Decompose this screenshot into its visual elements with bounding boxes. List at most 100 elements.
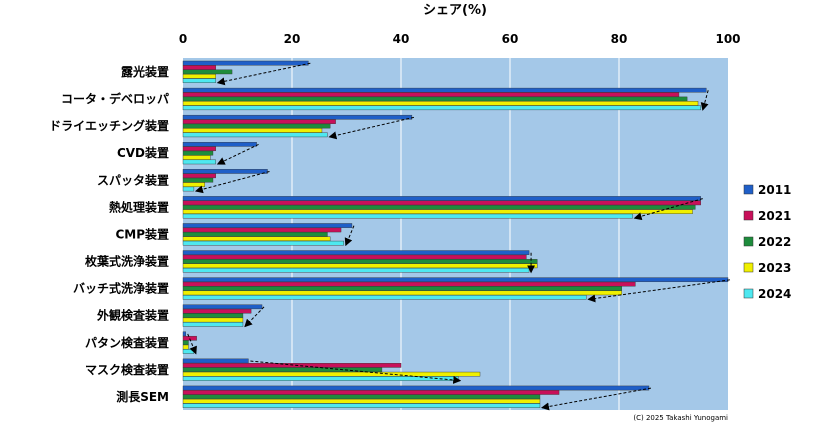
bar-2023 [182,398,541,404]
bar-2024 [182,105,701,111]
bar-2021 [182,390,560,395]
legend-swatch-2011 [743,184,754,195]
bar-2021 [182,227,342,233]
bar-2022 [182,394,541,400]
bar-2011 [182,196,701,201]
trend-arrow [328,116,415,140]
bar-2023 [182,344,189,350]
category-label: コータ・デベロッパ [61,91,169,106]
category-label: 外観検査装置 [97,308,169,323]
bar-2021 [182,335,197,341]
category-label: ドライエッチング装置 [49,118,169,133]
bar-2024 [182,295,587,300]
legend-swatch-2023 [743,262,754,273]
bar-2023 [182,209,693,214]
category-label: パタン検査装置 [85,335,169,350]
category-label: バッチ式洗浄装置 [73,281,169,296]
bar-2011 [182,358,249,364]
bar-2022 [182,367,383,373]
bar-2023 [182,155,211,160]
bar-2021 [182,281,636,287]
category-label: マスク検査装置 [85,362,169,377]
legend-swatch-2024 [743,288,754,299]
bar-2024 [182,159,216,165]
category-label: スパッタ装置 [97,172,169,187]
bar-2023 [182,317,244,323]
bar-2024 [182,267,530,273]
legend-label: 2011 [758,183,791,197]
trend-arrow [700,90,709,111]
legend-label: 2024 [758,287,791,301]
bar-2022 [182,96,688,102]
trend-arrow [587,279,731,303]
bar-2022 [182,123,331,129]
bar-2024 [182,349,195,354]
trend-arrows [187,62,731,411]
x-tick-label: 40 [393,32,410,46]
bar-2024 [182,403,541,408]
trend-arrow [250,360,462,384]
trend-arrow [244,306,265,328]
bar-2011 [182,223,353,228]
trend-arrow [216,143,259,165]
bar-2022 [182,204,696,210]
bar-2011 [182,304,263,310]
bar-2021 [182,146,216,152]
bar-2011 [182,277,729,283]
category-label: CVD装置 [117,145,169,160]
bar-2022 [182,259,538,264]
category-label: 露光装置 [121,64,169,79]
bar-2021 [182,308,252,314]
bar-2024 [182,186,195,192]
bar-2011 [182,169,268,174]
bar-2023 [182,371,481,377]
legend: 2011 2021 2022 2023 2024 [743,183,791,301]
bar-2023 [182,73,216,79]
trend-arrow [344,225,355,247]
bar-2024 [182,78,216,83]
bar-2023 [182,101,699,106]
legend-label: 2022 [758,235,791,249]
x-tick-label: 20 [284,32,301,46]
bar-2021 [182,92,680,97]
x-tick-label: 80 [611,32,628,46]
bar-2023 [182,263,538,269]
bar-2022 [182,313,244,318]
bar-2011 [182,114,413,120]
category-label: 熱処理装置 [109,199,169,214]
x-tick-label: 100 [715,32,740,46]
bar-2022 [182,340,189,345]
category-label: CMP装置 [115,226,169,241]
bar-2022 [182,177,214,183]
trend-arrow [540,387,652,411]
bar-2011 [182,60,309,66]
category-label: 測長SEM [116,389,169,404]
bar-2011 [182,331,186,337]
trend-arrow [633,198,703,221]
bar-2024 [182,213,633,219]
bar-2022 [182,286,622,291]
copyright-note: (C) 2025 Takashi Yunogami [633,414,728,422]
bar-2021 [182,65,216,70]
bar-2021 [182,200,701,206]
bar-2023 [182,290,622,296]
bar-2023 [182,236,331,242]
bar-2022 [182,69,233,75]
bar-2011 [182,87,707,93]
bar-2022 [182,232,328,237]
legend-swatch-2021 [743,210,754,221]
trend-arrow [187,333,197,355]
legend-label: 2021 [758,209,791,223]
bar-2024 [182,322,244,327]
category-label: 枚葉式洗浄装置 [85,254,169,269]
bar-2011 [182,142,257,147]
x-tick-label: 0 [179,32,187,46]
bar-2011 [182,250,530,255]
legend-label: 2023 [758,261,791,275]
chart-title: シェア(%) [423,3,487,18]
bar-2023 [182,128,323,133]
bar-2011 [182,385,650,391]
